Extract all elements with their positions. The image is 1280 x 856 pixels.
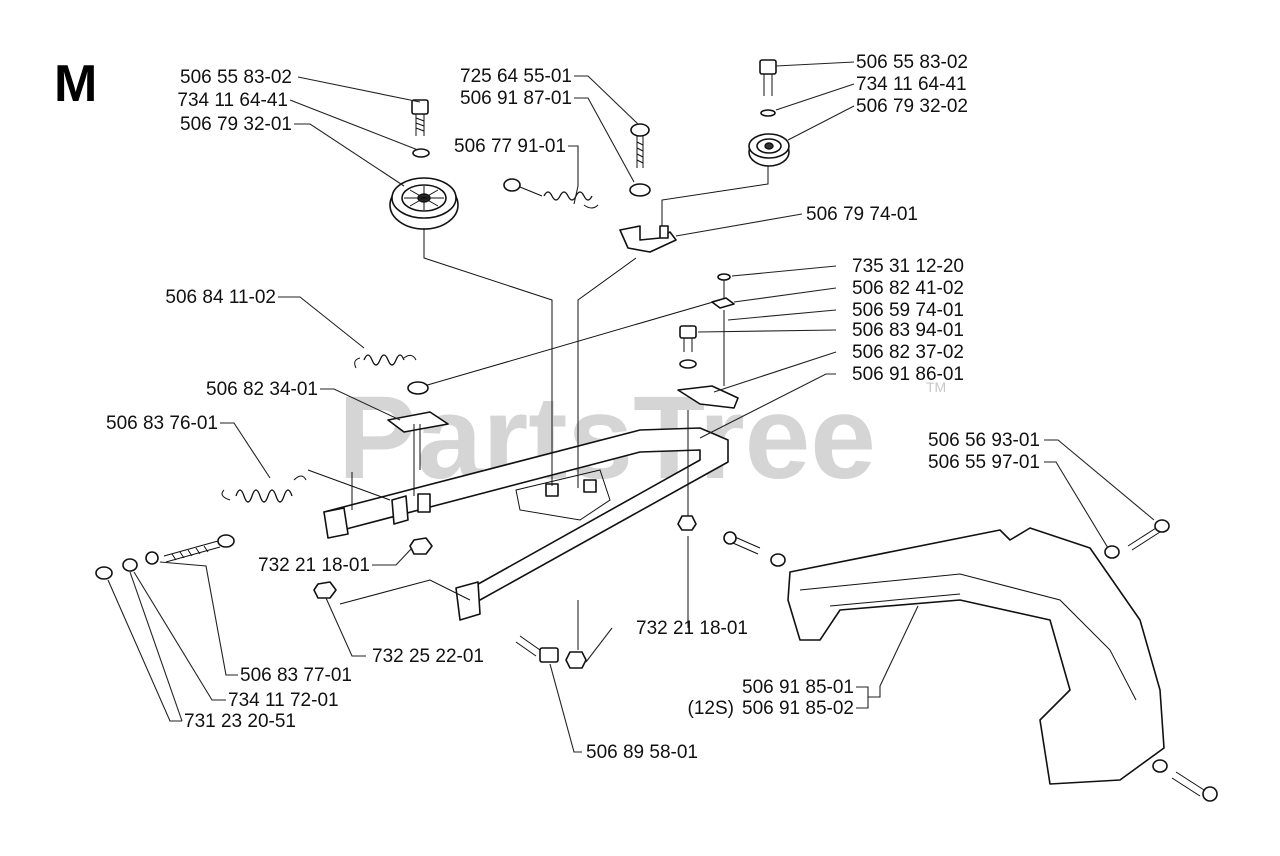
label-washer-top: 506 91 87-01	[460, 88, 572, 109]
bumper-bolt-left-drawing	[723, 531, 761, 555]
label-spring-upper: 506 84 11-02	[165, 287, 276, 308]
bolt-right-drawing	[759, 59, 777, 96]
washer-mid-drawing	[679, 359, 697, 369]
nut-right-drawing	[677, 515, 697, 531]
label-washer-left: 734 11 64-41	[177, 90, 288, 111]
label-cable: 506 59 74-01	[852, 300, 964, 321]
label-washer-right: 734 11 64-41	[856, 74, 967, 95]
leader-lines	[107, 61, 1155, 753]
label-bumper-bolt-b: 506 55 97-01	[928, 452, 1040, 473]
label-screw-top: 725 64 55-01	[460, 66, 572, 87]
label-bolt-right: 506 55 83-02	[856, 52, 968, 73]
spring-small-drawing	[503, 178, 599, 209]
label-pulley-left: 506 79 32-01	[180, 114, 292, 135]
link-right-drawing	[711, 297, 735, 309]
label-frame: 506 91 86-01	[852, 364, 964, 385]
label-pulley-right: 506 79 32-02	[856, 96, 968, 117]
clip-drawing	[717, 273, 731, 281]
pulley-right-drawing	[748, 133, 790, 167]
washer-top-drawing	[629, 183, 651, 197]
washer-right-drawing	[760, 109, 776, 117]
nut-bottom-drawing	[313, 581, 337, 599]
label-bumper: 506 91 85-01	[742, 677, 854, 698]
label-clip: 735 31 12-20	[852, 256, 964, 277]
assembly-lines	[307, 166, 769, 650]
label-eyebolt: 506 83 77-01	[240, 665, 352, 686]
label-bumper-12s-prefix: (12S)	[688, 698, 734, 719]
washer-eyebolt-drawing	[122, 558, 138, 572]
screw-top-drawing	[630, 123, 650, 168]
link-left-drawing	[407, 381, 429, 395]
spring-lower-drawing	[221, 475, 307, 503]
plate-right-drawing	[677, 385, 739, 409]
bracket-top-drawing	[619, 225, 677, 253]
label-spring-small: 506 77 91-01	[454, 136, 566, 157]
label-plate-right: 506 82 37-02	[852, 342, 964, 363]
label-link-right: 506 82 41-02	[852, 278, 964, 299]
eyebolt-drawing	[163, 534, 235, 563]
washer-eyebolt-b-drawing	[145, 551, 159, 565]
bumper-bolt-bottom-drawing	[1152, 759, 1218, 802]
label-bracket-top: 506 79 74-01	[806, 204, 918, 225]
label-plate-left: 506 82 34-01	[206, 379, 318, 400]
cable-drawing	[423, 299, 721, 387]
washer-left-drawing	[412, 148, 430, 158]
label-nut-eyebolt: 731 23 20-51	[184, 711, 296, 732]
bumper-bolt-right-drawing	[1127, 519, 1170, 551]
plate-left-drawing	[387, 411, 449, 433]
spring-upper-drawing	[354, 354, 417, 369]
section-label: M	[54, 55, 97, 113]
bolt-bottom-drawing	[515, 635, 559, 663]
bolt-left-drawing	[411, 99, 429, 136]
bumper-washer-left-drawing	[770, 553, 786, 567]
label-bolt-bottom: 506 89 58-01	[586, 742, 698, 763]
part-labels: 506 55 83-02 734 11 64-41 506 79 32-01 7…	[106, 52, 1040, 763]
bumper-washer-right-drawing	[1104, 545, 1120, 559]
label-washer-eyebolt: 734 11 72-01	[228, 690, 339, 711]
bolt-mid-drawing	[679, 325, 697, 352]
label-bolt-left: 506 55 83-02	[180, 67, 292, 88]
nut-eyebolt-drawing	[95, 566, 113, 580]
nut-center-drawing	[565, 651, 587, 669]
nut-left-drawing	[409, 537, 433, 555]
label-spring-lower: 506 83 76-01	[106, 413, 218, 434]
label-nut-bottom: 732 25 22-01	[372, 646, 484, 667]
label-bumper-12s: 506 91 85-02	[742, 698, 854, 719]
pulley-left-drawing	[389, 177, 459, 230]
label-nut-left: 732 21 18-01	[258, 555, 370, 576]
bumper-drawing	[787, 527, 1165, 785]
label-bumper-bolt-a: 506 56 93-01	[928, 430, 1040, 451]
label-nut-right: 732 21 18-01	[636, 618, 748, 639]
label-bolt-mid: 506 83 94-01	[852, 320, 964, 341]
watermark-trademark: TM	[926, 379, 946, 395]
